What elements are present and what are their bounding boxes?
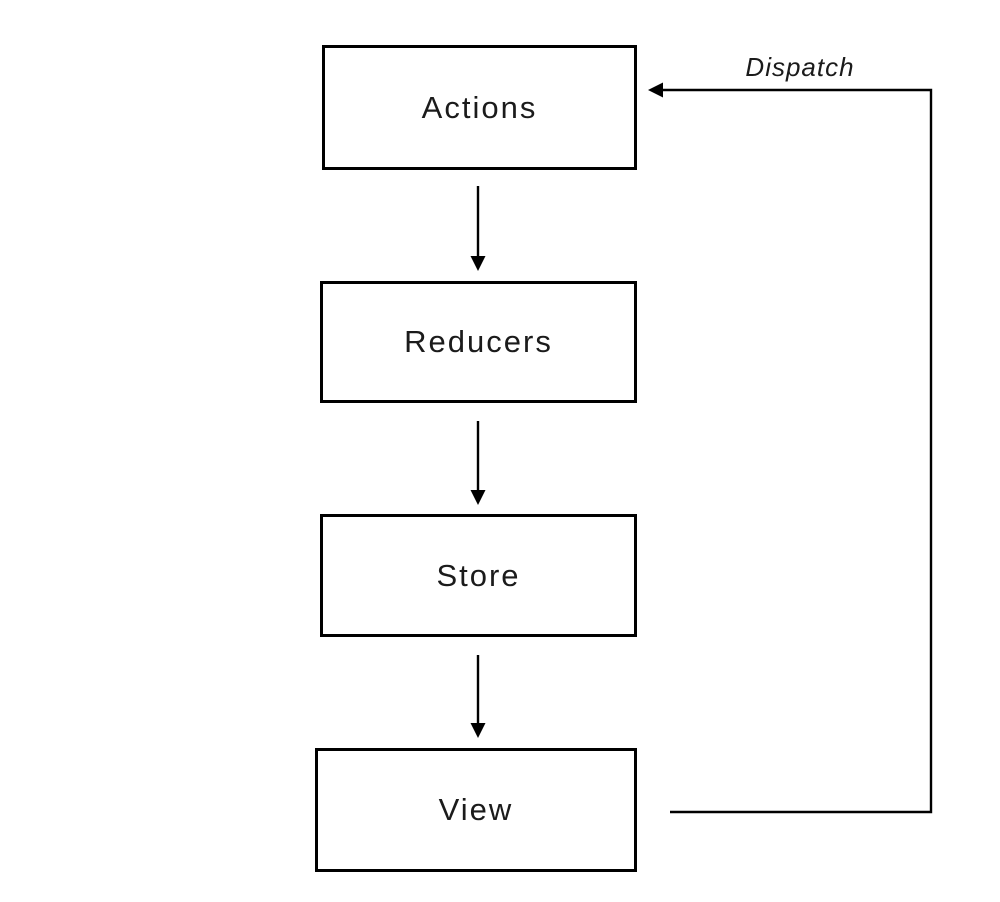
node-store-label: Store bbox=[436, 557, 521, 593]
node-actions: Actions bbox=[322, 45, 637, 170]
node-reducers: Reducers bbox=[320, 281, 637, 403]
node-reducers-label: Reducers bbox=[404, 324, 553, 359]
node-actions-label: Actions bbox=[421, 89, 538, 125]
node-view: View bbox=[315, 748, 637, 872]
arrow-actions-to-reducers bbox=[470, 186, 486, 271]
arrow-reducers-to-store bbox=[470, 421, 486, 505]
arrow-store-to-view bbox=[470, 655, 486, 738]
arrow-dispatch-loop bbox=[648, 82, 933, 814]
node-store: Store bbox=[320, 514, 637, 637]
node-view-label: View bbox=[438, 792, 514, 827]
edge-dispatch-label: Dispatch bbox=[745, 52, 855, 82]
